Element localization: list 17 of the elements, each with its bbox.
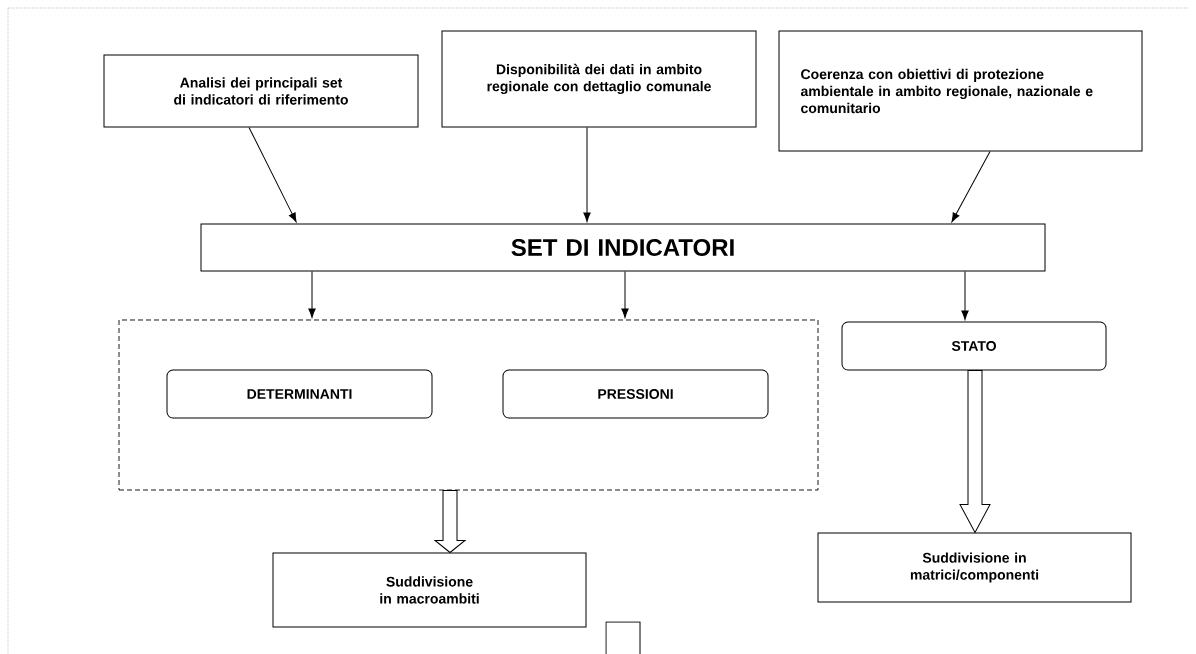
result-box: Suddivisione in matrici/componenti [817, 532, 1132, 603]
category-box: DETERMINANTI [166, 369, 433, 419]
title-box: SET DI INDICATORI [200, 223, 1046, 272]
block-arrow [434, 489, 466, 553]
block-arrow [959, 370, 991, 533]
category-box: PRESSIONI [502, 369, 769, 419]
arrow [583, 127, 591, 222]
arrow [621, 271, 629, 318]
category-box: STATO [841, 321, 1107, 371]
arrow [951, 151, 991, 223]
process-box: Coerenza con obiettivi di protezione ambientale in ambito regionale, nazionale e comunitario [778, 30, 1143, 152]
arrow [961, 271, 969, 320]
result-box: Suddivisione in macroambiti [272, 552, 587, 628]
arrow [308, 271, 316, 318]
process-box: Analisi dei principali set di indicatori di riferimento [103, 54, 419, 128]
arrow [248, 127, 297, 223]
process-box: Disponibilità dei dati in ambito regionale con dettaglio comunale [441, 30, 757, 128]
